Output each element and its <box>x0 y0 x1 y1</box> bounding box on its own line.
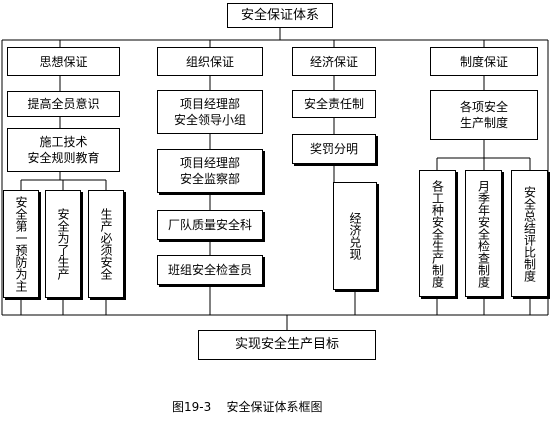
node-responsibility-system: 安全责任制 <box>292 90 376 118</box>
node-technical-education: 施工技术 安全规则教育 <box>7 128 120 172</box>
goal-box: 实现安全生产目标 <box>198 330 376 360</box>
node-awareness: 提高全员意识 <box>7 91 120 117</box>
branch-header-economy: 经济保证 <box>292 47 376 76</box>
node-leadership-group: 项目经理部 安全领导小组 <box>157 90 263 134</box>
vnode-periodic-inspection: 月季年安全检查制度 <box>465 170 502 297</box>
vnode-summary-evaluation: 安全总结评比制度 <box>511 170 548 297</box>
branch-header-organization: 组织保证 <box>157 47 263 76</box>
node-reward-punishment: 奖罚分明 <box>292 134 376 164</box>
vnode-trade-safety-rules: 各工种安全生产制度 <box>419 170 456 297</box>
node-quality-safety-section: 厂队质量安全科 <box>157 210 263 240</box>
vnode-production-must-be-safe: 生产必须安全 <box>88 190 124 298</box>
node-supervision-dept: 项目经理部 安全监察部 <box>157 149 263 193</box>
branch-header-system: 制度保证 <box>430 47 538 76</box>
figure-caption: 图19-3 安全保证体系框图 <box>172 400 323 414</box>
vnode-safety-first: 安全第一预防为主 <box>3 190 39 298</box>
vnode-economic-fulfillment: 经济兑现 <box>333 182 377 290</box>
vnode-safety-for-production: 安全为了生产 <box>45 190 81 298</box>
title-box: 安全保证体系 <box>227 3 333 28</box>
node-team-inspector: 班组安全检查员 <box>157 255 263 285</box>
branch-header-thought: 思想保证 <box>7 47 120 76</box>
node-production-rules: 各项安全 生产制度 <box>430 90 538 140</box>
